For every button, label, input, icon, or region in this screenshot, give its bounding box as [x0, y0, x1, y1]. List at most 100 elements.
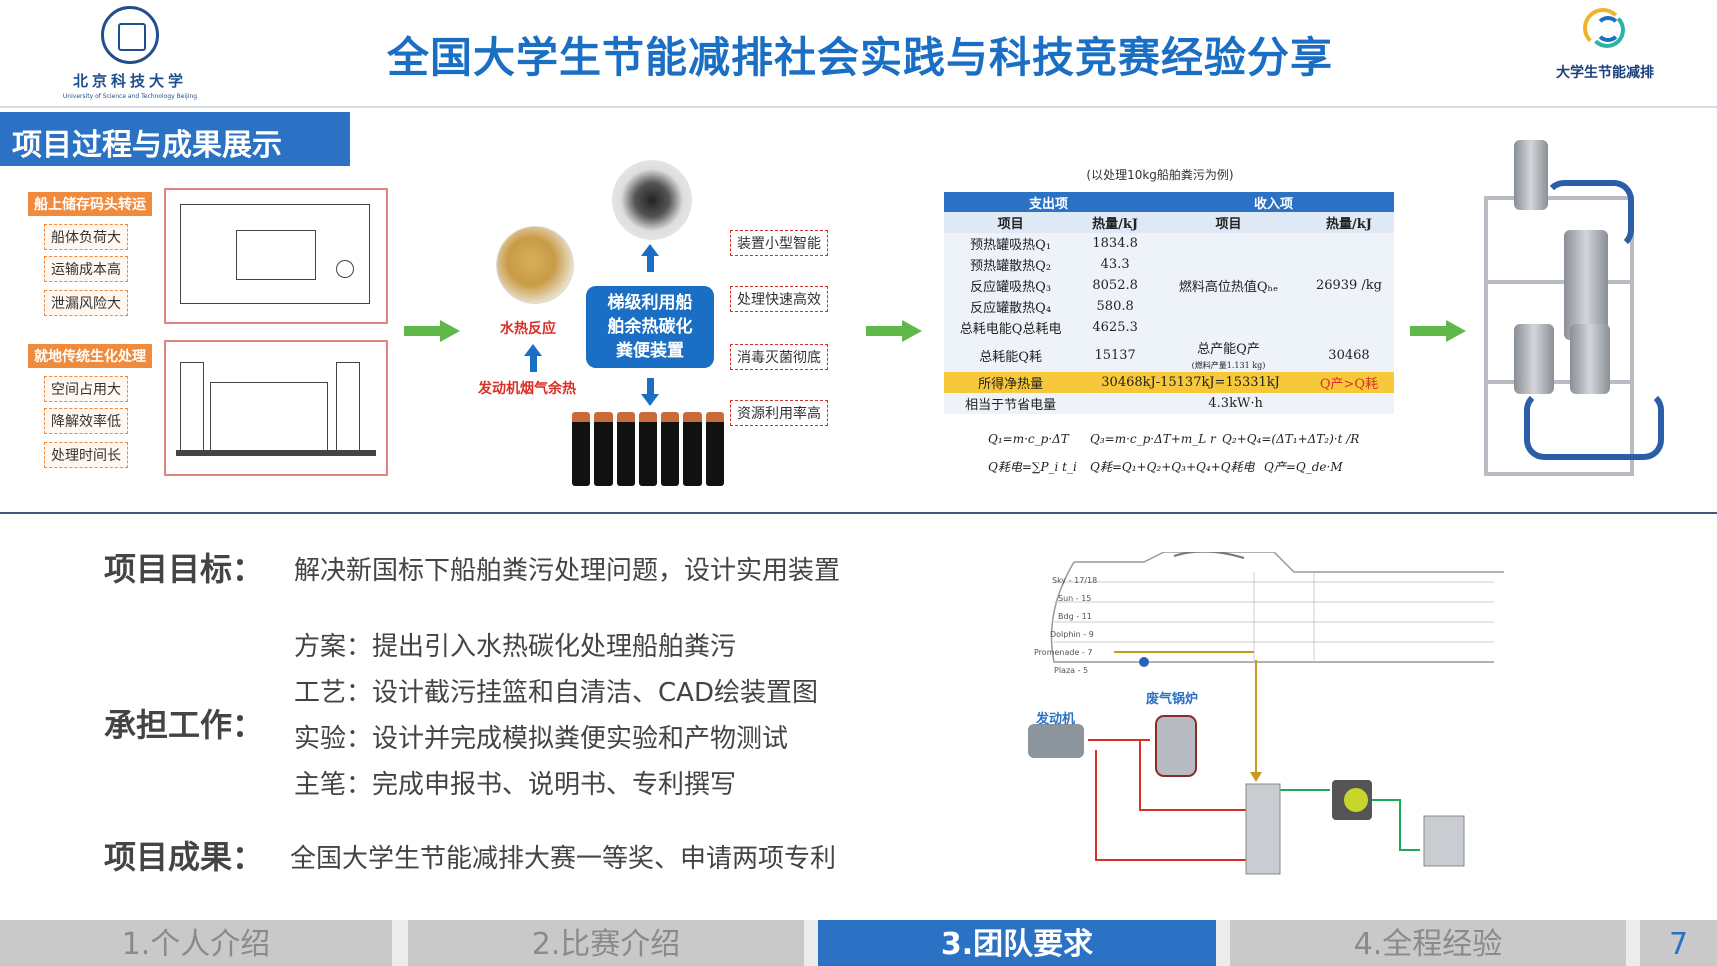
table-cell: 相当于节省电量: [944, 393, 1078, 414]
feature-tag: 装置小型智能: [730, 230, 828, 256]
table-cell: 预热罐吸热Q₁: [944, 233, 1078, 254]
cell-text: 总产能Q产: [1197, 342, 1260, 357]
formula: Q耗电=∑P_i t_i: [988, 460, 1077, 474]
deck-label: Promenade - 7: [1034, 648, 1093, 657]
net-heat-row: 所得净热量 30468kJ-15137kJ=15331kJ Q产>Q耗: [944, 372, 1394, 393]
heat-balance-table: 支出项 收入项 项目 热量/kJ 项目 热量/kJ 预热罐吸热Q₁ 1834.8…: [944, 192, 1394, 414]
arrow-up-icon: [524, 344, 542, 372]
formula: Q产=Q_de·M: [1264, 460, 1343, 474]
table-row: 预热罐吸热Q₁ 1834.8 燃料高位热值Qₕₑ 26939 /kg: [944, 233, 1394, 338]
table-row: 反应罐散热Q₄ 580.8: [944, 296, 1394, 317]
group-header: 收入项: [1153, 192, 1394, 212]
section-divider: [0, 512, 1717, 514]
table-cell: 总耗电能Q总耗电: [944, 317, 1078, 338]
table-cell: 4625.3: [1077, 317, 1154, 338]
arrow-up-icon: [641, 244, 659, 272]
table-row: 预热罐散热Q₂ 43.3: [944, 254, 1394, 275]
work-item: 实验：设计并完成模拟粪便实验和产物测试: [294, 724, 789, 754]
competition-name: 大学生节能减排: [1556, 65, 1654, 81]
table-cell: 所得净热量: [944, 372, 1078, 393]
work-label: 承担工作：: [104, 706, 265, 744]
device-prototype-photo: [1474, 140, 1674, 490]
equipment-pipe: [1544, 180, 1634, 250]
storage-schematic: [164, 188, 388, 324]
nav-tab-experience[interactable]: 4.全程经验: [1230, 920, 1626, 966]
device-name-line: 舶余热碳化: [607, 317, 693, 337]
university-name-en: University of Science and Technology Bei…: [62, 93, 198, 100]
table-cell: 43.3: [1077, 254, 1154, 275]
table-cell: 总耗能Q耗: [944, 338, 1078, 372]
engine-label: 发动机: [1036, 712, 1076, 727]
table-cell: 580.8: [1077, 296, 1154, 317]
table-cell: 26939 /kg: [1303, 233, 1394, 338]
goal-text: 解决新国标下船舶粪污处理问题，设计实用装置: [294, 556, 841, 586]
goal-label: 项目目标：: [104, 550, 265, 588]
table-row: 反应罐吸热Q₃ 8052.8: [944, 275, 1394, 296]
deck-label: Sky - 17/18: [1052, 576, 1098, 585]
fuel-note: (燃料产量1.131 kg): [1191, 361, 1266, 370]
nav-tab-competition[interactable]: 2.比赛介绍: [408, 920, 804, 966]
col-header: 项目: [944, 212, 1078, 233]
col-header: 项目: [1153, 212, 1304, 233]
table-row: 相当于节省电量 4.3kW·h: [944, 393, 1394, 414]
feature-tag: 消毒灭菌彻底: [730, 344, 828, 370]
arrow-down-icon: [641, 378, 659, 406]
slide-title: 全国大学生节能减排社会实践与科技竞赛经验分享: [386, 33, 1333, 82]
section-title: 项目过程与成果展示: [0, 112, 350, 166]
flow-arrow-right-icon: [1410, 320, 1466, 342]
group1-item: 船体负荷大: [44, 224, 128, 250]
deck-label: Sun - 15: [1058, 594, 1092, 603]
device-name-box: 梯级利用船 舶余热碳化 粪便装置: [586, 286, 714, 368]
ship-outline-diagram: [1050, 552, 1504, 667]
formula: Q₂+Q₄=(ΔT₁+ΔT₂)·t /R: [1222, 432, 1360, 446]
table-cell: Q产>Q耗: [1303, 372, 1394, 393]
table-cell: 1834.8: [1077, 233, 1154, 254]
flow-arrow-right-icon: [866, 320, 922, 342]
biochemical-schematic: [164, 340, 388, 476]
page-number: 7: [1640, 920, 1717, 966]
equipment-tank: [1564, 230, 1608, 340]
group2-item: 处理时间长: [44, 442, 128, 468]
table-caption: (以处理10kg船舶粪污为例): [1086, 168, 1234, 182]
university-name: 北京科技大学: [72, 72, 187, 90]
group2-item: 降解效率低: [44, 408, 128, 434]
group1-title: 船上储存码头转运: [28, 192, 152, 216]
device-name-line: 粪便装置: [616, 341, 684, 361]
table-cell: 反应罐吸热Q₃: [944, 275, 1078, 296]
group2-title: 就地传统生化处理: [28, 344, 152, 368]
work-item: 主笔：完成申报书、说明书、专利撰写: [294, 770, 737, 800]
table-cell: 预热罐散热Q₂: [944, 254, 1078, 275]
system-flow-diagram: [1028, 660, 1465, 875]
reaction-label: 水热反应: [500, 321, 556, 337]
formula: Q₃=m·c_p·ΔT+m_L r: [1090, 432, 1216, 446]
feature-tag: 处理快速高效: [730, 286, 828, 312]
group-header: 支出项: [944, 192, 1154, 212]
equipment-shelf: [1484, 380, 1634, 384]
table-row: 总耗电能Q总耗电 4625.3: [944, 317, 1394, 338]
equipment-pipe: [1524, 390, 1664, 460]
slide-header: 北京科技大学 University of Science and Technol…: [0, 0, 1717, 108]
device-name-line: 梯级利用船: [607, 293, 693, 313]
formula: Q₁=m·c_p·ΔT: [988, 432, 1069, 446]
table-cell: 30468: [1303, 338, 1394, 372]
col-header: 热量/kJ: [1077, 212, 1154, 233]
work-item: 方案：提出引入水热碳化处理船舶粪污: [294, 632, 737, 662]
equipment-tank: [1570, 324, 1610, 394]
nav-tab-team[interactable]: 3.团队要求: [818, 920, 1216, 966]
col-header: 热量/kJ: [1303, 212, 1394, 233]
table-cell: 30468kJ-15137kJ=15331kJ: [1077, 372, 1304, 393]
deck-label: Dolphin - 9: [1050, 630, 1094, 639]
flow-arrow-right-icon: [404, 320, 460, 342]
table-cell: 燃料高位热值Qₕₑ: [1153, 233, 1304, 338]
competition-logo: 大学生节能减排: [1530, 6, 1680, 102]
equipment-tank: [1514, 324, 1554, 394]
swirl-logo-icon: [1577, 6, 1633, 54]
result-text: 全国大学生节能减排大赛一等奖、申请两项专利: [290, 844, 837, 874]
university-logo: 北京科技大学 University of Science and Technol…: [60, 6, 200, 102]
deck-label: Plaza - 5: [1054, 666, 1089, 675]
group2-item: 空间占用大: [44, 376, 128, 402]
equipment-shelf: [1484, 280, 1634, 284]
nav-tab-personal[interactable]: 1.个人介绍: [0, 920, 392, 966]
group1-item: 泄漏风险大: [44, 290, 128, 316]
deck-label: Bdg - 11: [1058, 612, 1092, 621]
